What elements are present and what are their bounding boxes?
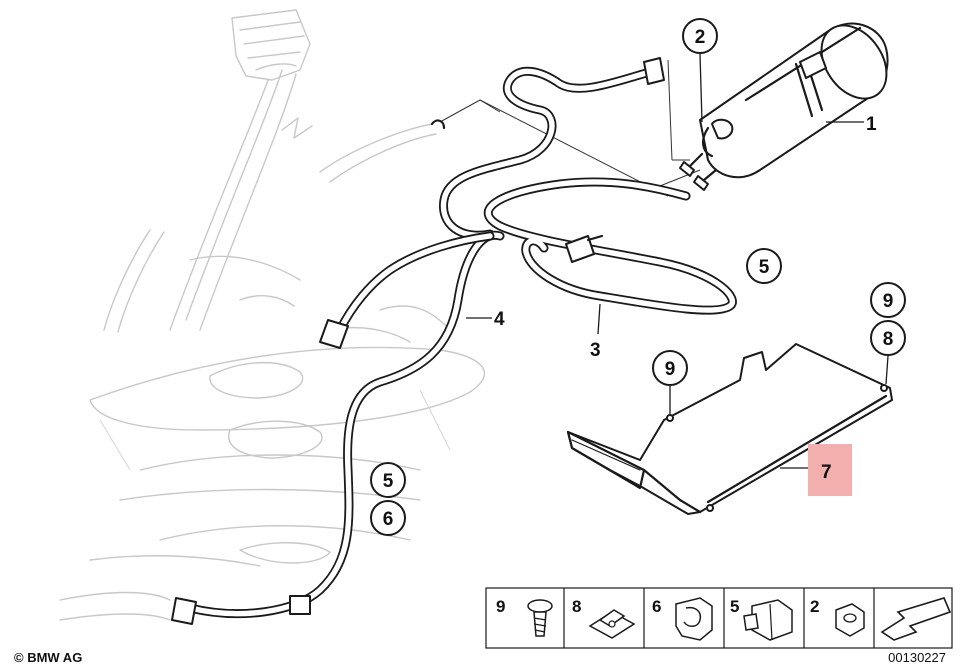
legend-item-6[interactable]: 6	[652, 597, 713, 641]
background-chassis	[59, 9, 486, 621]
hose-clip-icon	[675, 597, 713, 641]
svg-text:9: 9	[496, 597, 505, 616]
leader-lines	[466, 53, 889, 469]
hose-bracket-icon	[743, 599, 793, 641]
callout-6[interactable]: 6	[370, 500, 406, 536]
callout-1[interactable]: 1	[866, 114, 877, 135]
svg-text:8: 8	[883, 329, 894, 350]
vent-hose-upper[interactable]	[439, 57, 665, 240]
highlighted-part-marker	[808, 444, 852, 496]
heat-shield-plate[interactable]	[566, 343, 893, 515]
legend-item-direction[interactable]	[880, 597, 952, 641]
small-parts-legend: 9 8 6 5	[485, 587, 953, 649]
copyright-text: © BMW AG	[14, 650, 83, 665]
svg-text:2: 2	[695, 27, 706, 48]
alignment-lines	[439, 59, 701, 197]
clip-nut-icon	[588, 609, 636, 639]
callout-2[interactable]: 2	[682, 18, 718, 54]
svg-text:5: 5	[759, 257, 770, 278]
activated-charcoal-canister[interactable]	[679, 13, 900, 191]
direction-arrow-icon	[880, 597, 952, 641]
svg-text:6: 6	[383, 509, 394, 530]
legend-item-5[interactable]: 5	[730, 597, 793, 641]
svg-text:2: 2	[810, 597, 819, 616]
callout-3[interactable]: 3	[590, 340, 601, 361]
svg-text:9: 9	[665, 359, 676, 380]
svg-text:9: 9	[883, 291, 894, 312]
legend-item-9[interactable]: 9	[496, 597, 553, 637]
vent-hose-loop[interactable]	[483, 177, 737, 315]
screw-icon	[527, 599, 553, 637]
hex-nut-icon	[835, 603, 865, 637]
feed-hose[interactable]	[171, 119, 505, 625]
callout-4[interactable]: 4	[494, 309, 505, 330]
callout-7[interactable]: 7	[821, 462, 832, 483]
legend-item-8[interactable]: 8	[572, 597, 636, 639]
callout-5-upper[interactable]: 5	[746, 248, 782, 284]
callout-5-lower[interactable]: 5	[370, 462, 406, 498]
callout-9-right[interactable]: 9	[870, 282, 906, 318]
svg-text:8: 8	[572, 597, 581, 616]
svg-text:6: 6	[652, 597, 661, 616]
callout-8[interactable]: 8	[870, 320, 906, 356]
svg-text:5: 5	[383, 471, 394, 492]
legend-item-2[interactable]: 2	[810, 597, 865, 637]
callout-9-left[interactable]: 9	[652, 350, 688, 386]
diagram-number: 00130227	[888, 650, 946, 665]
svg-text:5: 5	[730, 597, 739, 616]
